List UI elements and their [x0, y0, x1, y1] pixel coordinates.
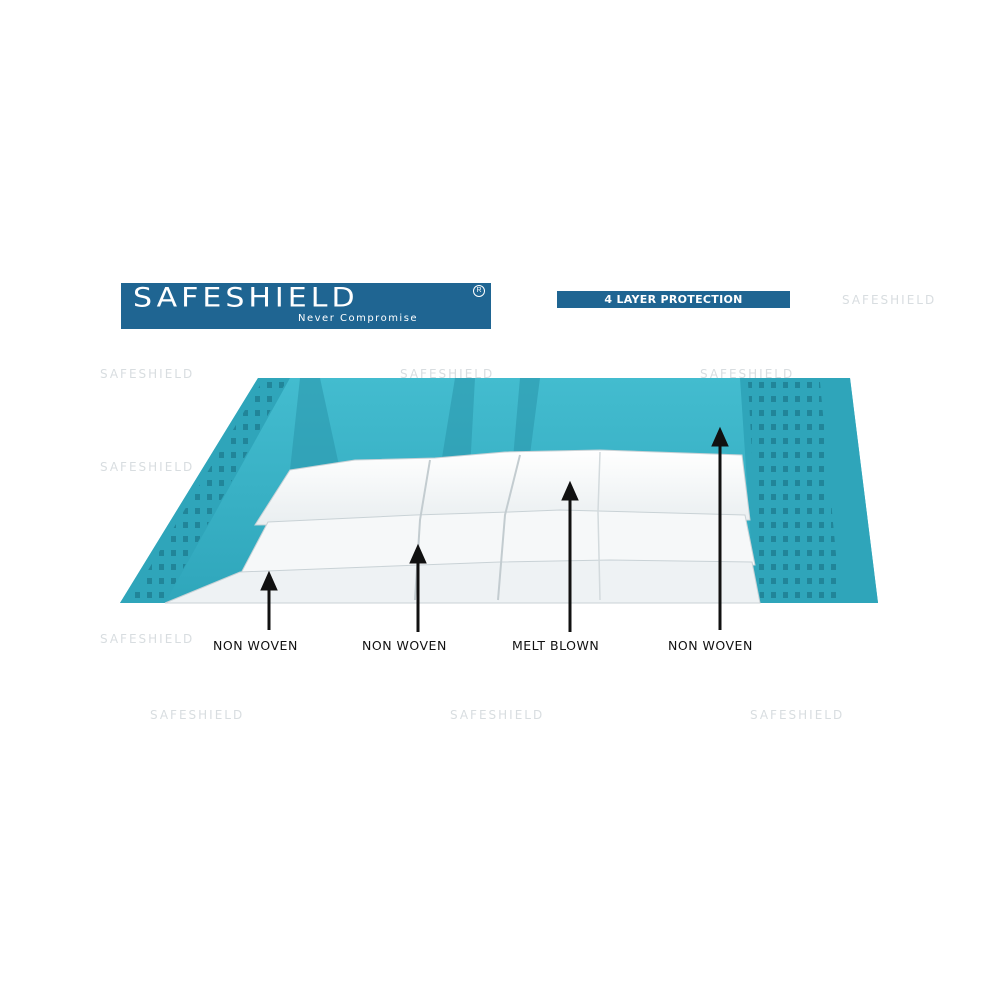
arrow-up-icon [711, 426, 729, 630]
protection-badge: 4 LAYER PROTECTION [557, 291, 790, 308]
pleat-fold [597, 451, 601, 601]
pleat-shadow [440, 378, 475, 470]
arrow-up-icon [561, 480, 579, 632]
watermark: SAFESHIELD [450, 708, 545, 722]
watermark: SAFESHIELD [100, 460, 195, 474]
pleat-fold [497, 454, 521, 601]
layer-label-2: NON WOVEN [362, 638, 447, 653]
brand-logo: SAFESHIELD R Never Compromise [121, 283, 491, 329]
white-layer-bottom [164, 559, 761, 604]
watermark: SAFESHIELD [100, 367, 195, 381]
logo-wordmark: SAFESHIELD [133, 283, 359, 314]
layer-label-1: NON WOVEN [213, 638, 298, 653]
layer-label-4: NON WOVEN [668, 638, 753, 653]
watermark: SAFESHIELD [400, 367, 495, 381]
watermark: SAFESHIELD [700, 367, 795, 381]
logo-tagline: Never Compromise [298, 313, 419, 324]
registered-mark-icon: R [473, 285, 485, 297]
right-edge-stitching [748, 382, 840, 598]
pleat-shadow [290, 378, 340, 470]
watermark: SAFESHIELD [100, 632, 195, 646]
watermark: SAFESHIELD [750, 708, 845, 722]
left-edge-stitching [130, 382, 286, 600]
watermark: SAFESHIELD [150, 708, 245, 722]
pleat-shadow [512, 378, 540, 470]
arrow-up-icon [409, 543, 427, 632]
layer-label-3: MELT BLOWN [512, 638, 600, 653]
arrow-up-icon [260, 570, 278, 630]
watermark: SAFESHIELD [842, 293, 937, 307]
